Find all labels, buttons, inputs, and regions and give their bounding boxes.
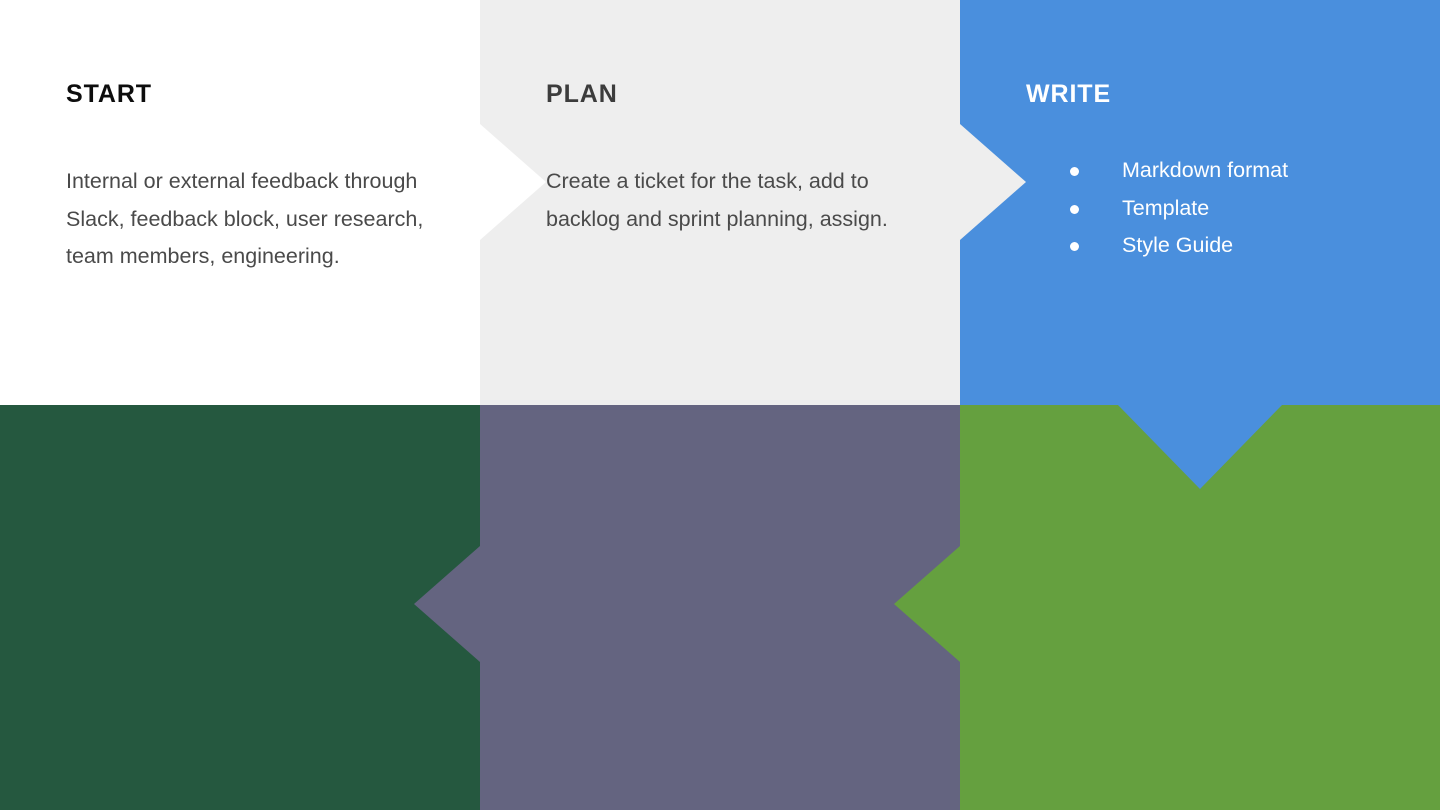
- step-panel-review: REVIEW A developer and writer reviews th…: [480, 405, 960, 810]
- bullet-label: Markdown format: [1122, 158, 1289, 182]
- step-panel-start: START Internal or external feedback thro…: [0, 0, 480, 405]
- step-body-start: Internal or external feedback through Sl…: [66, 169, 424, 268]
- step-heading-start: START: [66, 80, 152, 108]
- list-item: Markdown format: [1066, 152, 1426, 190]
- bullet-label: Style Guide: [1122, 233, 1234, 257]
- bullet-dot-icon: [1070, 204, 1079, 214]
- list-item: Style Guide: [1066, 227, 1426, 265]
- bullet-dot-icon: [1070, 167, 1079, 176]
- list-item: Template: [1066, 190, 1426, 228]
- step-heading-plan: PLAN: [546, 80, 618, 108]
- write-bullet-list: Markdown format Template Style Guide: [1066, 152, 1426, 265]
- bullet-label: Template: [1122, 195, 1210, 220]
- step-panel-plan: PLAN Create a ticket for the task, add t…: [480, 0, 960, 405]
- step-panel-write: WRITE: [960, 0, 1440, 405]
- step-panel-publish: PUBLISH Merge the PR, trigger automated …: [0, 405, 480, 810]
- step-body-plan: Create a ticket for the task, add to bac…: [546, 169, 888, 231]
- bullet-dot-icon: [1070, 242, 1079, 251]
- step-heading-write: WRITE: [1026, 80, 1112, 108]
